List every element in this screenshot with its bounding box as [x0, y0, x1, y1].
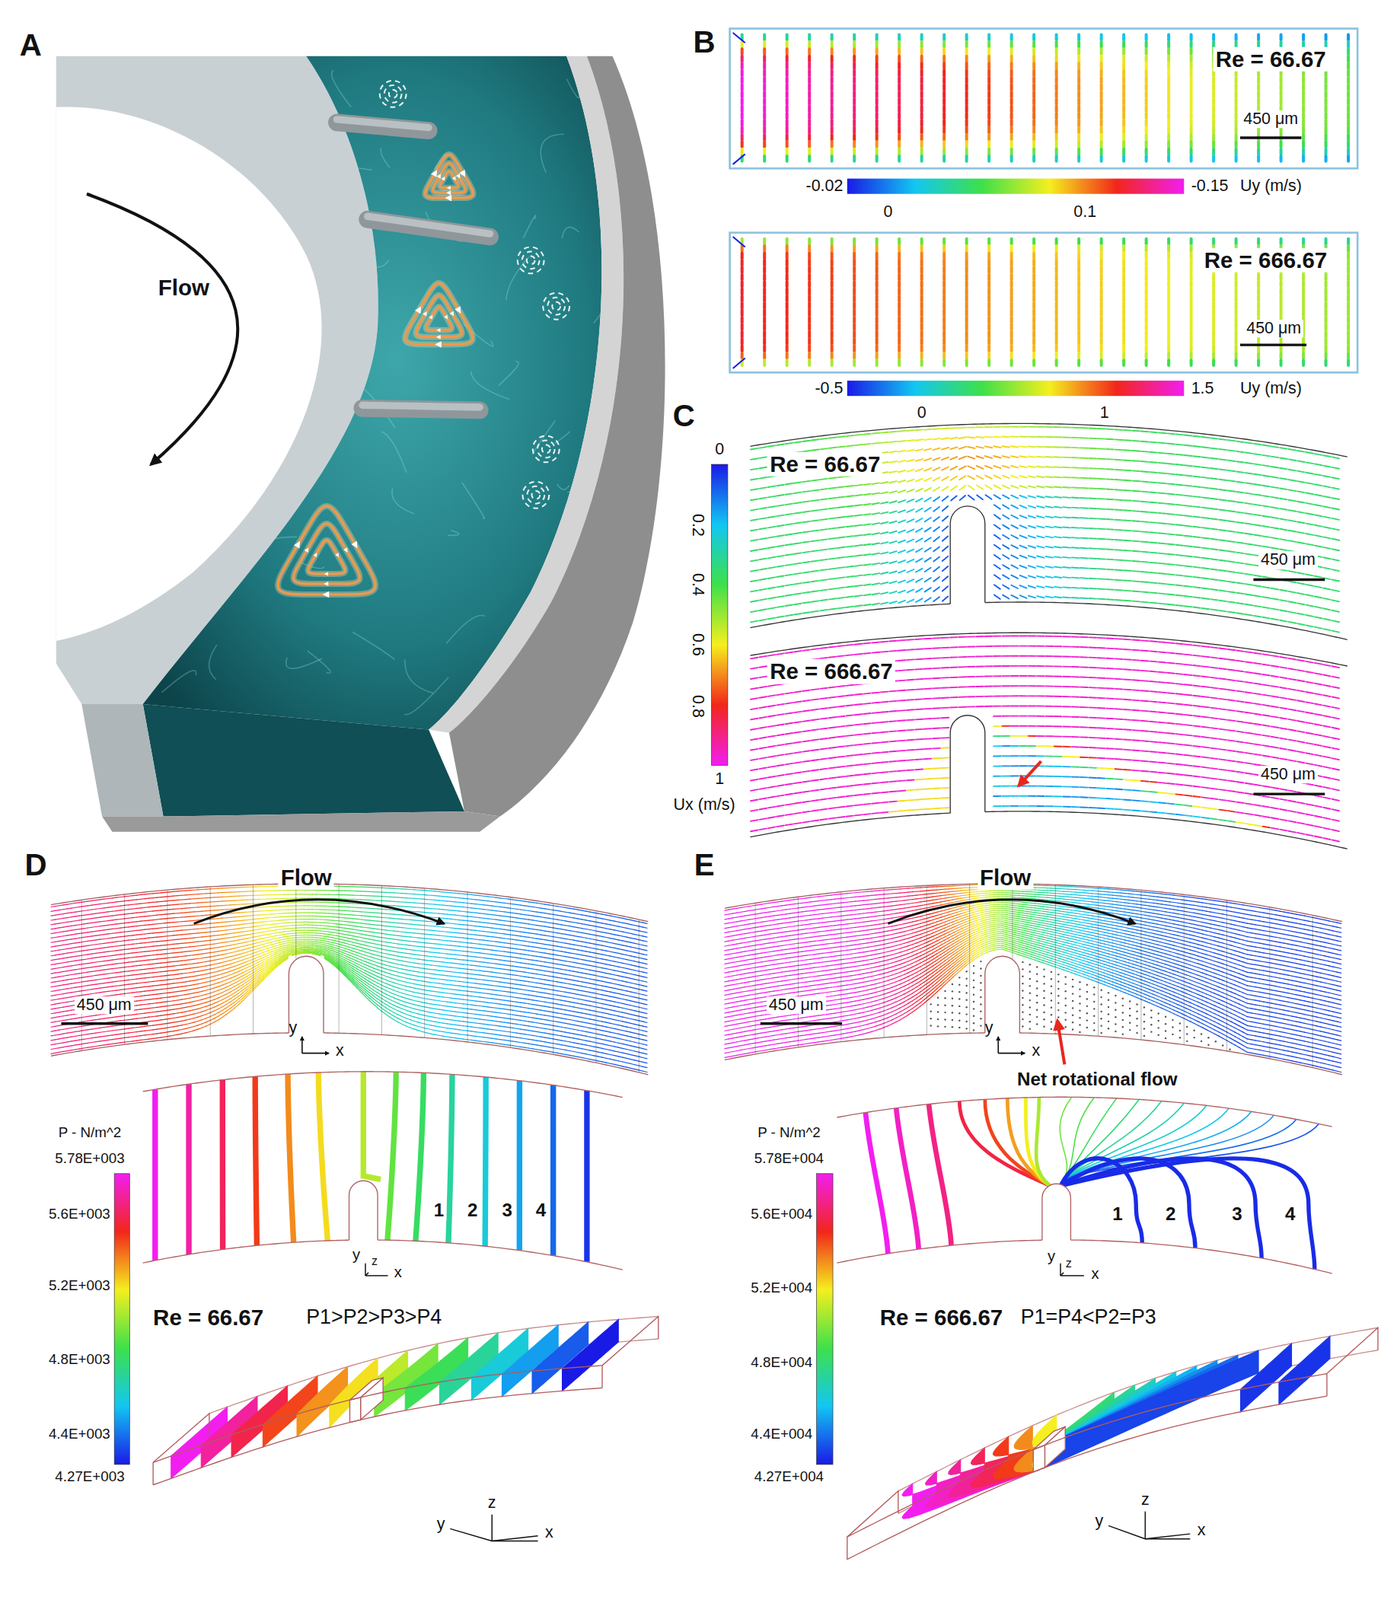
- figure-stage: AFlowBRe = 66.67450 μm-0.02-0.15Uy (m/s)…: [0, 0, 1381, 1600]
